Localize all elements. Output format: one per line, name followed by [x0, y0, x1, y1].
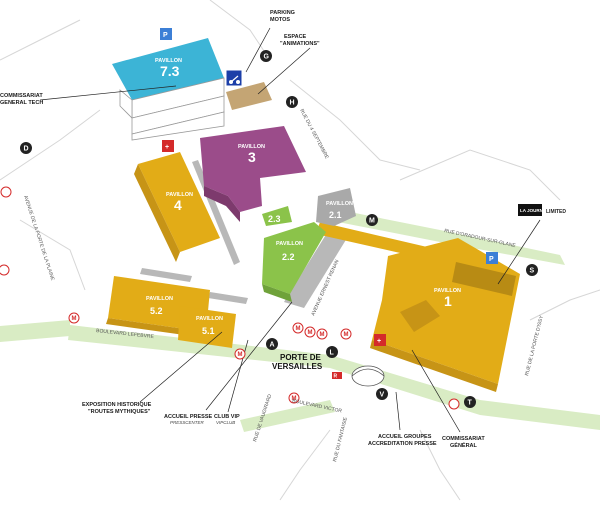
pavillon-4[interactable]: PAVILLON 4: [134, 152, 220, 262]
porte-de-versailles-line2: VERSAILLES: [272, 362, 323, 371]
pavillon-3[interactable]: PAVILLON 3: [200, 126, 306, 222]
accueil-groupes-line2: ACCREDITATION PRESSE: [368, 441, 437, 447]
marker-D-label: D: [24, 146, 29, 153]
pavillon-5-2-number: 5.2: [150, 306, 163, 316]
pavillon-2-1-number: 2.1: [329, 210, 342, 220]
marker-G[interactable]: G: [260, 50, 272, 62]
accueil-groupes-line1: ACCUEIL GROUPES: [378, 434, 432, 440]
moto-parking-icon: [225, 69, 243, 87]
pavillon-2-1-title: PAVILLON: [326, 201, 353, 207]
first-aid-icon-pav1: +: [374, 334, 386, 346]
street-rue-4-septembre: RUE DU 4 SEPTEMBRE: [298, 108, 330, 160]
marker-S[interactable]: S: [526, 264, 538, 276]
marker-A-label: A: [270, 342, 275, 349]
pavillon-1[interactable]: PAVILLON 1: [370, 238, 520, 392]
street-rue-fantaisie: RUE DU FANTAISIE: [332, 416, 349, 462]
limited-edition-badge: LA JOURN LIMITED: [518, 204, 566, 216]
accueil-presse-label: ACCUEIL PRESSE: [164, 414, 213, 420]
pavillon-7-3-title: PAVILLON: [155, 58, 182, 64]
commissariat-general-line1: COMMISSARIAT: [442, 436, 485, 442]
pavillon-5-2-title: PAVILLON: [146, 296, 173, 302]
espace-animations-line2: "ANIMATIONS": [280, 41, 320, 47]
first-aid-icon-pav4: +: [162, 140, 174, 152]
metro-label-1: M: [72, 316, 77, 322]
metro-label-3: M: [308, 330, 313, 336]
metro-label-5: M: [344, 332, 349, 338]
marker-G-label: G: [264, 54, 270, 61]
marker-L[interactable]: L: [326, 346, 338, 358]
pavillon-2-1[interactable]: PAVILLON 2.1: [316, 188, 356, 226]
callout-lines: [39, 27, 541, 433]
marker-H[interactable]: H: [286, 96, 298, 108]
porte-de-versailles-line1: PORTE DE: [280, 353, 322, 362]
pavillon-2-3-number: 2.3: [268, 214, 281, 224]
roads: [0, 210, 600, 432]
club-vip-label: CLUB VIP: [214, 414, 240, 420]
commissariat-general-line2: GÉNÉRAL: [450, 441, 478, 449]
first-aid-pav1-label: +: [377, 338, 381, 345]
metro-icons: M M M M M M M R: [0, 186, 460, 410]
marker-T[interactable]: T: [464, 396, 476, 408]
first-aid-pav4-label: +: [165, 144, 169, 151]
pavillon-3-title: PAVILLON: [238, 144, 265, 150]
accueil-presse-sub: PRESSCENTER: [170, 420, 205, 425]
metro-label-7: M: [292, 396, 297, 402]
exposition-line2: "ROUTES MYTHIQUES": [88, 409, 151, 415]
pavillon-4-title: PAVILLON: [166, 192, 193, 198]
club-vip-sub: VIPCLUB: [216, 420, 235, 425]
dome-structure: [351, 365, 385, 387]
restaurant-label: R: [334, 374, 338, 380]
pavillon-2-2[interactable]: PAVILLON 2.2: [262, 222, 326, 302]
street-porte-issy: RUE DE LA PORTE D'ISSY: [524, 314, 545, 376]
marker-M-label: M: [369, 218, 375, 225]
espace-animations-area: [226, 82, 272, 110]
pavillon-3-number: 3: [248, 149, 256, 165]
limited-label: LIMITED: [546, 209, 566, 215]
pavillon-7-3[interactable]: PAVILLON 7.3: [112, 38, 225, 141]
parking-motos-line2: MOTOS: [270, 17, 290, 23]
marker-V[interactable]: V: [376, 388, 388, 400]
marker-T-label: T: [468, 400, 473, 407]
metro-label-6: M: [238, 352, 243, 358]
parking-icon-right: P: [486, 252, 498, 264]
commissariat-tech-line2: GENERAL TECH: [0, 100, 43, 106]
marker-L-label: L: [330, 350, 335, 357]
parking-motos-line1: PARKING: [270, 10, 295, 16]
marker-S-label: S: [530, 268, 535, 275]
marker-D[interactable]: D: [20, 142, 32, 154]
pavillon-7-3-number: 7.3: [160, 63, 180, 79]
parking-icon-right-label: P: [489, 256, 494, 263]
metro-label-4: M: [320, 332, 325, 338]
pavillon-5-1-title: PAVILLON: [196, 316, 223, 322]
parking-icon-top: P: [160, 28, 172, 40]
espace-animations-line1: ESPACE: [284, 34, 307, 40]
marker-A[interactable]: A: [266, 338, 278, 350]
pavillon-4-number: 4: [174, 197, 182, 213]
pavillon-2-3[interactable]: 2.3: [262, 206, 292, 226]
pavillon-2-2-number: 2.2: [282, 252, 295, 262]
pavillon-5-1[interactable]: PAVILLON 5.1: [178, 306, 236, 348]
commissariat-tech-line1: COMMISSARIAT: [0, 93, 43, 99]
marker-H-label: H: [290, 100, 295, 107]
pavillon-2-2-title: PAVILLON: [276, 241, 303, 247]
marker-V-label: V: [380, 392, 385, 399]
exposition-line1: EXPOSITION HISTORIQUE: [82, 402, 152, 408]
parking-icon-top-label: P: [163, 32, 168, 39]
pavillon-1-title: PAVILLON: [434, 288, 461, 294]
pavillon-5-1-number: 5.1: [202, 326, 215, 336]
limited-brand: LA JOURN: [520, 208, 543, 213]
pavillon-1-number: 1: [444, 293, 452, 309]
metro-label-2: M: [296, 326, 301, 332]
marker-M[interactable]: M: [366, 214, 378, 226]
